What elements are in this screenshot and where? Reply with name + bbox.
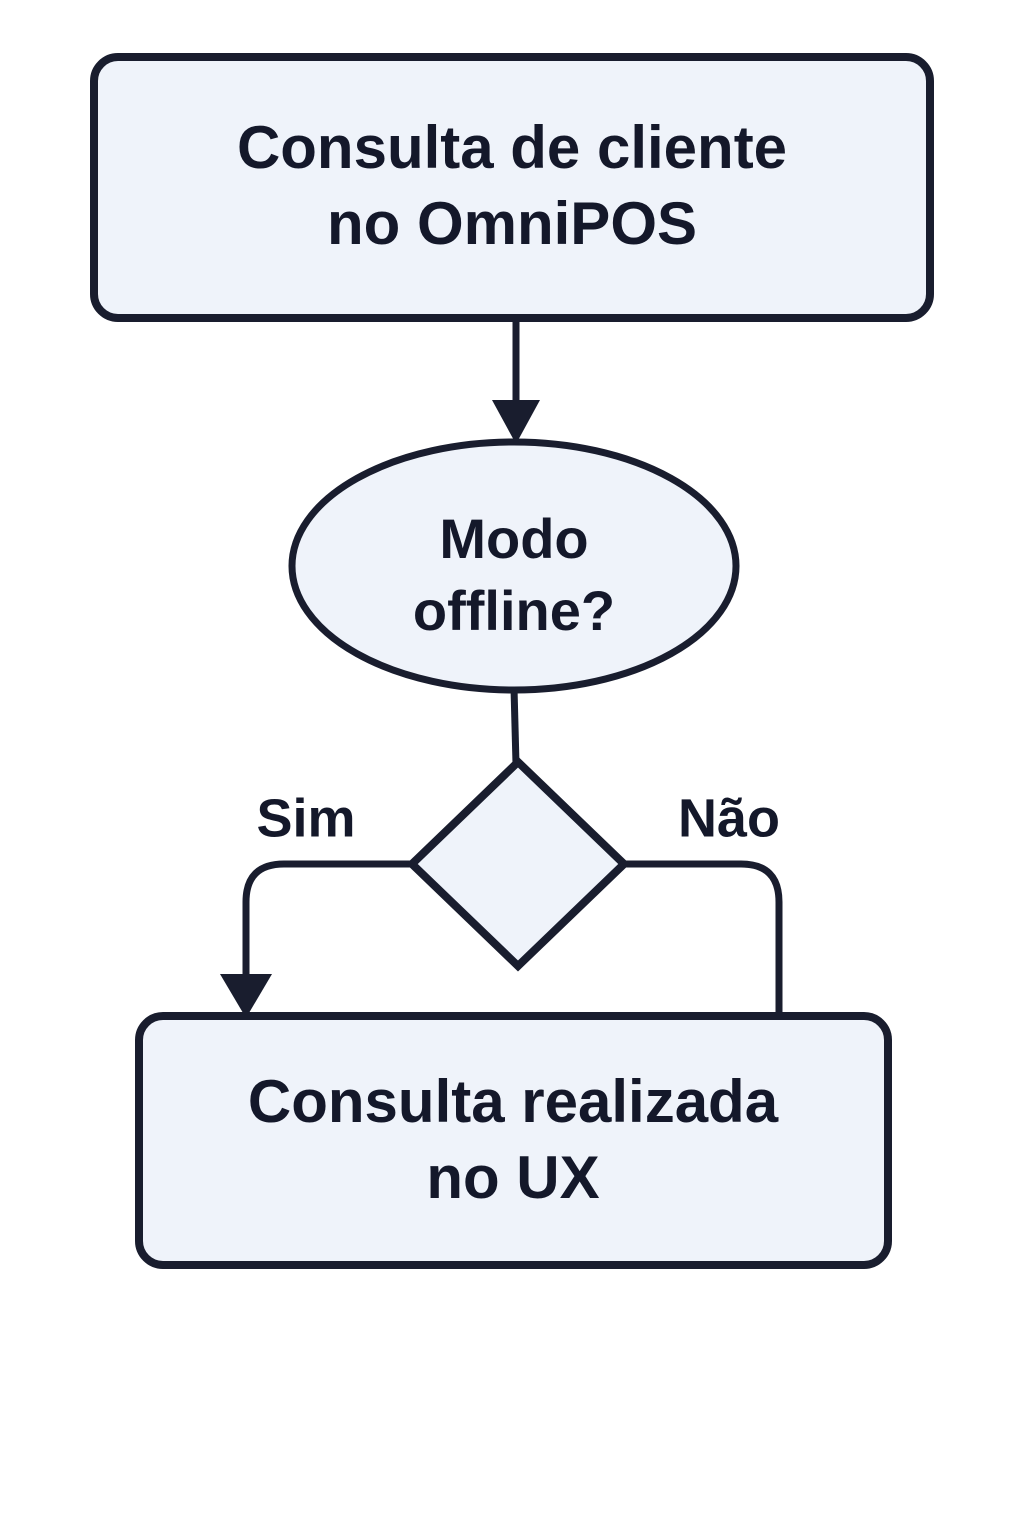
node-start[interactable]: Consulta de cliente no OmniPOS [90, 53, 934, 322]
node-condition-label-line2: offline? [413, 579, 615, 642]
node-start-label-line1: Consulta de cliente [237, 114, 787, 181]
edge-label-nao: Não [678, 788, 780, 848]
node-decision-shape[interactable] [406, 756, 630, 972]
edge-condition-to-decision [510, 687, 520, 765]
node-end[interactable]: Consulta realizada no UX [135, 1012, 892, 1269]
edge-start-to-condition [492, 318, 540, 444]
edge-decision-yes [220, 860, 412, 1018]
node-end-shape[interactable] [135, 1012, 892, 1269]
node-condition-label-line1: Modo [439, 507, 588, 570]
edge-decision-no-line [624, 860, 783, 1018]
node-start-label-line2: no OmniPOS [327, 190, 697, 257]
edge-label-sim: Sim [256, 788, 355, 848]
node-decision[interactable] [406, 756, 630, 972]
edge-start-to-condition-arrowhead [492, 400, 540, 444]
node-condition-shape[interactable] [288, 438, 740, 694]
node-end-label-line1: Consulta realizada [248, 1068, 779, 1135]
edge-decision-yes-line [242, 860, 412, 988]
edge-decision-no [624, 860, 783, 1018]
node-start-shape[interactable] [90, 53, 934, 322]
edge-condition-to-decision-line [510, 687, 520, 765]
node-condition[interactable]: Modo offline? [288, 438, 740, 694]
edge-decision-yes-arrowhead [220, 974, 272, 1018]
node-end-label-line2: no UX [426, 1144, 599, 1211]
